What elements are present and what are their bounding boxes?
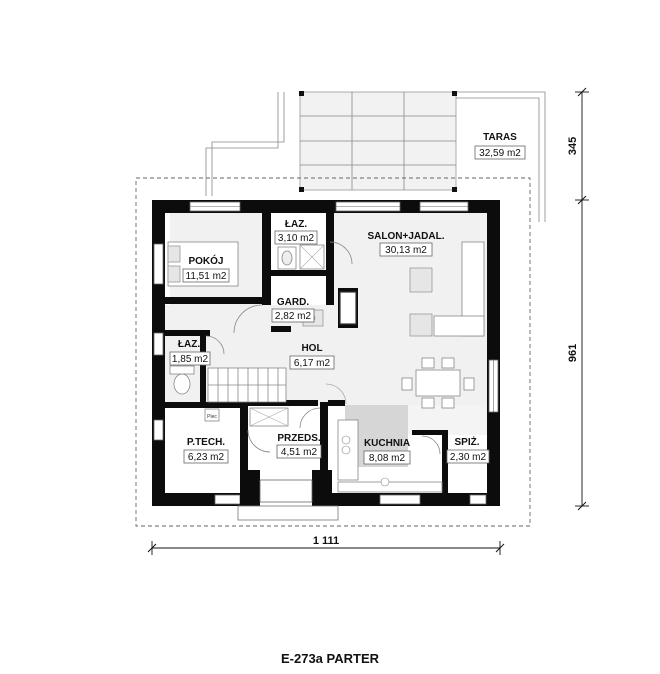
svg-text:2,82 m2: 2,82 m2 <box>275 311 312 322</box>
depth-value: 961 <box>567 344 579 362</box>
room-label-ptech: P.TECH. 6,23 m2 <box>183 437 229 464</box>
svg-text:6,17 m2: 6,17 m2 <box>294 358 331 369</box>
windows <box>153 201 499 505</box>
dimension-width: 1 111 <box>147 535 505 555</box>
svg-text:2,30 m2: 2,30 m2 <box>450 452 487 463</box>
svg-text:3,10 m2: 3,10 m2 <box>278 233 315 244</box>
room-label-spiz: SPIŻ. 2,30 m2 <box>446 435 490 464</box>
room-label-lazienka-small: ŁAZ. 1,85 m2 <box>169 339 211 366</box>
bathroom-top-fixtures <box>277 244 325 270</box>
stairs <box>207 367 287 403</box>
small-bathroom-fixtures <box>169 365 195 395</box>
room-label-salon: SALON+JADAL. 30,13 m2 <box>368 231 445 257</box>
svg-text:4,51 m2: 4,51 m2 <box>281 447 318 458</box>
svg-text:HOL: HOL <box>301 343 322 354</box>
svg-text:SALON+JADAL.: SALON+JADAL. <box>368 231 445 242</box>
svg-text:SPIŻ.: SPIŻ. <box>454 435 479 448</box>
plan-title: E-273a PARTER <box>281 651 380 666</box>
svg-text:P.TECH.: P.TECH. <box>187 437 225 448</box>
room-label-hol: HOL 6,17 m2 <box>289 343 335 370</box>
svg-text:GARD.: GARD. <box>277 297 309 308</box>
entrance-closet <box>249 407 289 427</box>
svg-text:PRZEDS.: PRZEDS. <box>277 433 321 444</box>
room-label-gard: GARD. 2,82 m2 <box>271 297 315 323</box>
door-swings <box>205 241 441 455</box>
room-label-pokoj: POKÓJ 11,51 m2 <box>182 254 230 283</box>
svg-text:ŁAZ.: ŁAZ. <box>285 219 307 230</box>
svg-text:11,51 m2: 11,51 m2 <box>186 271 227 282</box>
svg-text:1,85 m2: 1,85 m2 <box>172 354 209 365</box>
room-label-kuchnia: KUCHNIA 8,08 m2 <box>363 438 411 465</box>
svg-text:ŁAZ.: ŁAZ. <box>178 339 200 350</box>
boiler-label: Piec <box>207 414 217 420</box>
svg-text:6,23 m2: 6,23 m2 <box>188 452 225 463</box>
svg-text:32,59 m2: 32,59 m2 <box>479 148 521 159</box>
svg-text:KUCHNIA: KUCHNIA <box>364 438 410 449</box>
terrace-depth-value: 345 <box>567 137 579 155</box>
roof-outline <box>135 177 531 527</box>
salon-furniture <box>401 241 485 409</box>
terrace <box>205 91 546 222</box>
boiler: Piec <box>204 408 220 422</box>
room-label-przeds: PRZEDS. 4,51 m2 <box>276 433 322 459</box>
entrance <box>237 470 339 521</box>
width-value: 1 111 <box>313 535 339 547</box>
kitchen-fixtures <box>337 419 443 493</box>
svg-text:TARAS: TARAS <box>483 132 517 143</box>
fireplace <box>339 291 357 325</box>
svg-text:8,08 m2: 8,08 m2 <box>369 453 406 464</box>
room-label-taras: TARAS 32,59 m2 <box>474 132 526 160</box>
room-label-lazienka-top: ŁAZ. 3,10 m2 <box>274 219 318 245</box>
svg-text:POKÓJ: POKÓJ <box>188 254 223 267</box>
svg-text:30,13 m2: 30,13 m2 <box>385 245 427 256</box>
dimension-depth: 345 961 <box>567 87 589 511</box>
